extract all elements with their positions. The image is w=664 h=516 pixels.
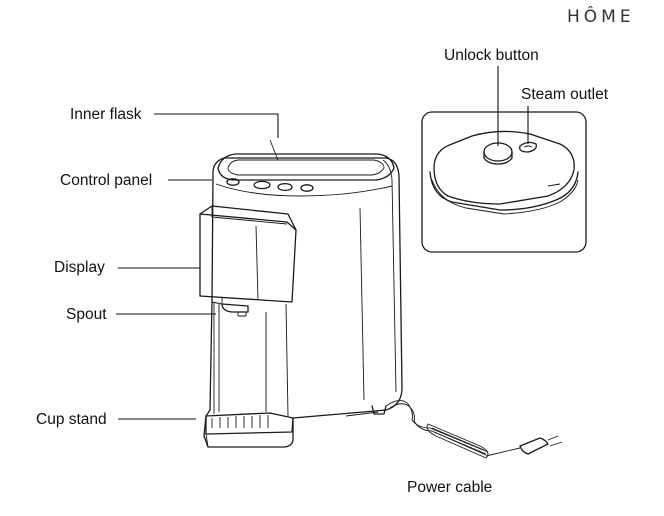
label-display: Display (54, 259, 105, 276)
power-cable-illustration (385, 400, 563, 459)
label-power-cable: Power cable (407, 479, 492, 496)
leader-lines (116, 66, 529, 420)
label-spout: Spout (66, 306, 107, 323)
brand-logo: HÔME (567, 5, 635, 27)
label-inner-flask: Inner flask (70, 106, 142, 123)
label-cup-stand: Cup stand (36, 411, 107, 428)
label-steam-outlet: Steam outlet (521, 86, 609, 103)
label-unlock-button: Unlock button (444, 47, 539, 64)
label-control-panel: Control panel (60, 172, 152, 189)
lid-illustration (421, 111, 587, 253)
dispenser-illustration (199, 139, 403, 448)
